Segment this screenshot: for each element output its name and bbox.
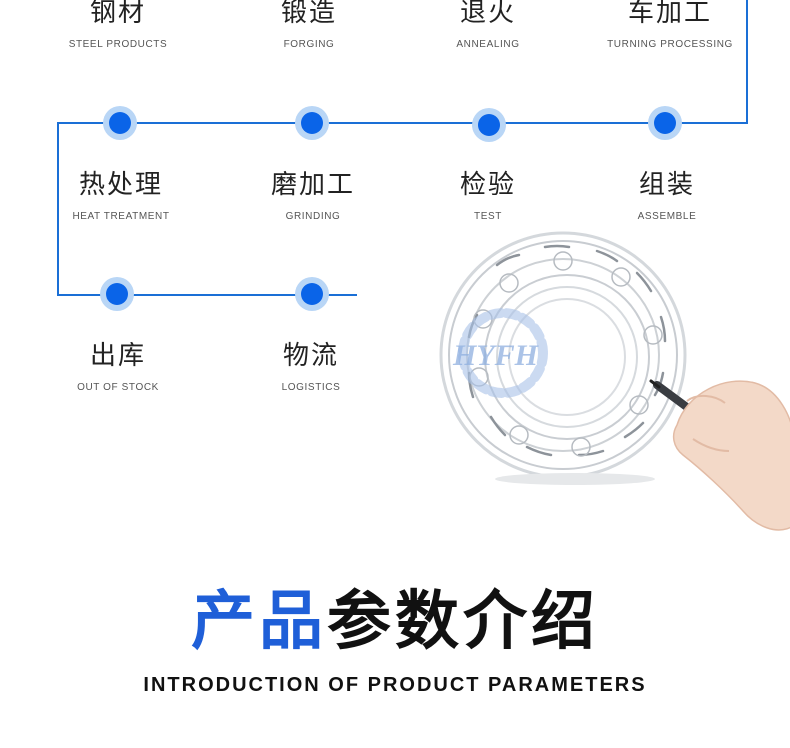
- step-title: 钢材: [89, 0, 146, 28]
- flow-dot: [478, 114, 500, 136]
- step-subtitle: STEEL PRODUCTS: [68, 39, 168, 50]
- section-title-accent: 产品: [191, 585, 327, 659]
- step-title: 出库: [89, 341, 146, 371]
- step-subtitle: HEAT TREATMENT: [72, 211, 170, 222]
- section-subtitle: INTRODUCTION OF PRODUCT PARAMETERS: [143, 674, 647, 696]
- step-logistics: 物流 LOGISTICS: [226, 341, 396, 395]
- step-subtitle: GRINDING: [285, 211, 341, 222]
- watermark-logo: HYFH: [452, 339, 540, 372]
- step-turning-processing: 车加工 TURNING PROCESSING: [585, 0, 755, 52]
- step-grinding: 磨加工 GRINDING: [228, 170, 398, 224]
- step-title: 组装: [638, 170, 695, 200]
- step-title: 退火: [459, 0, 516, 28]
- flow-line-left-vertical: [57, 122, 59, 296]
- step-test: 检验 TEST: [403, 170, 573, 224]
- step-subtitle: LOGISTICS: [281, 382, 341, 393]
- step-title: 锻造: [280, 0, 337, 28]
- step-forging: 锻造 FORGING: [224, 0, 394, 52]
- step-title: 检验: [459, 170, 516, 200]
- flow-line-row3-horizontal: [57, 294, 357, 296]
- step-heat-treatment: 热处理 HEAT TREATMENT: [36, 170, 206, 224]
- step-steel-products: 钢材 STEEL PRODUCTS: [33, 0, 203, 52]
- flow-dot: [109, 112, 131, 134]
- step-subtitle: ASSEMBLE: [637, 211, 697, 222]
- flow-line-right-vertical: [746, 0, 748, 124]
- flow-dot: [106, 283, 128, 305]
- flow-dot: [301, 112, 323, 134]
- step-out-of-stock: 出库 OUT OF STOCK: [33, 341, 203, 395]
- step-assemble: 组装 ASSEMBLE: [582, 170, 752, 224]
- step-subtitle: OUT OF STOCK: [77, 382, 159, 393]
- step-subtitle: TURNING PROCESSING: [607, 39, 733, 50]
- flow-dot: [301, 283, 323, 305]
- step-annealing: 退火 ANNEALING: [403, 0, 573, 52]
- section-title: 产品参数介绍: [0, 584, 790, 660]
- flow-line-row2-horizontal: [57, 122, 748, 124]
- step-title: 磨加工: [270, 170, 355, 200]
- section-title-main: 参数介绍: [327, 585, 599, 659]
- step-title: 热处理: [78, 170, 163, 200]
- step-subtitle: FORGING: [283, 39, 335, 50]
- bearing-illustration: HYFH: [439, 231, 790, 531]
- flow-dot: [654, 112, 676, 134]
- step-title: 车加工: [627, 0, 712, 28]
- step-title: 物流: [282, 341, 339, 371]
- step-subtitle: ANNEALING: [456, 39, 520, 50]
- step-subtitle: TEST: [474, 211, 502, 222]
